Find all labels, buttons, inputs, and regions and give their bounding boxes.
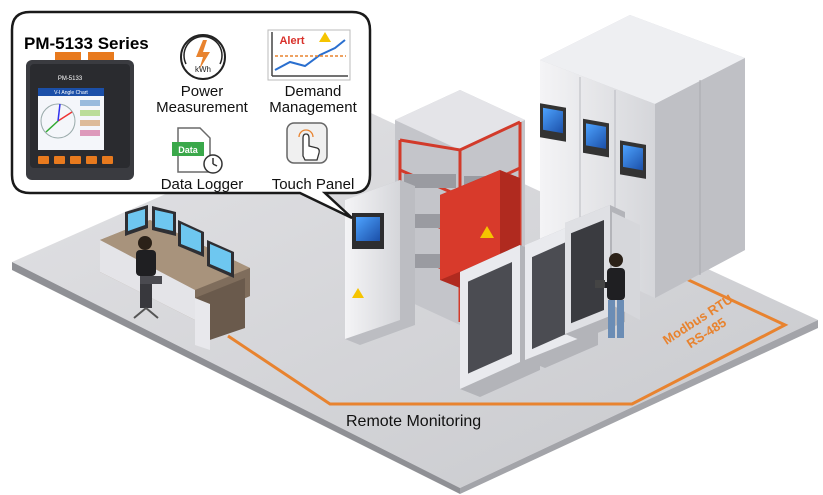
feature-demand-management: Demand Management [258,84,368,116]
power-meter-icon [180,34,226,80]
feature-label-line1: Demand [284,83,342,100]
technician-figure [595,253,625,338]
alert-icon-text: Alert [279,35,304,47]
device-screen-header: V-I Angle Chart [54,90,88,96]
data-logger-icon [172,127,223,174]
meter-on-cabinet-1 [540,103,566,142]
feature-label-line1: Touch Panel [271,176,355,193]
touch-panel-icon [286,122,328,164]
product-series-title: PM-5133 Series [24,34,149,53]
feature-label-line1: Power [180,83,224,100]
control-desk [100,205,250,350]
power-icon-text: kWh [195,65,211,74]
data-icon-text: Data [178,145,199,155]
remote-monitoring-label: Remote Monitoring [346,413,482,430]
feature-power-measurement: Power Measurement [143,84,261,116]
desk-monitors [125,205,234,278]
feature-touch-panel: Touch Panel [258,177,368,193]
feature-label-line1: Data Logger [160,176,244,193]
meter-on-cabinet-2 [583,118,609,158]
pm5133-device [26,52,134,180]
meter-on-cabinet-3 [620,140,646,179]
feature-data-logger: Data Logger [143,177,261,193]
meter-cabinet [345,180,415,345]
operator-figure [133,236,162,319]
feature-label-line2: Measurement [156,99,248,116]
device-brand-text: PM-5133 [58,76,83,82]
feature-label-line2: Management [269,99,357,116]
alert-chart-icon [267,29,351,81]
